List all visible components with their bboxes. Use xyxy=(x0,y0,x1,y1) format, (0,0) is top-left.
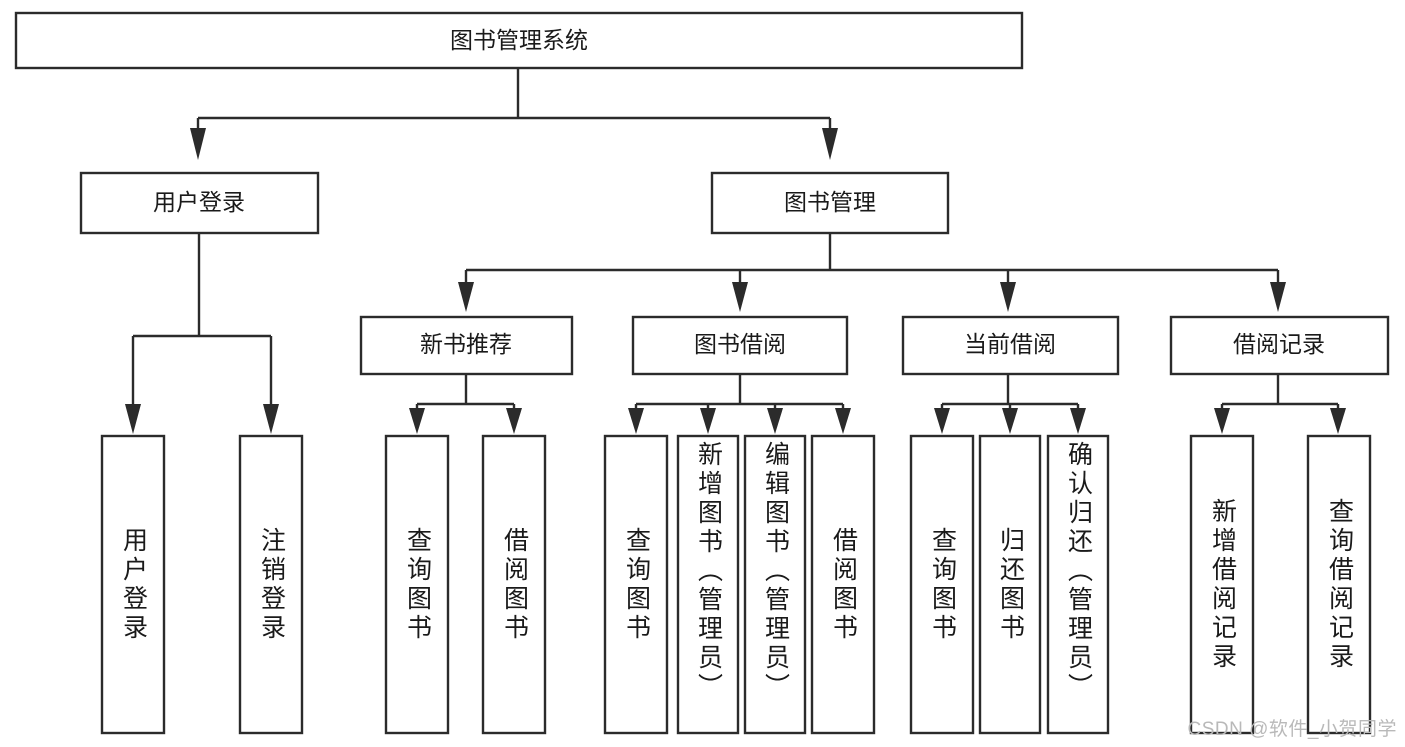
node-book-borrow-label: 图书借阅 xyxy=(694,331,786,357)
node-current-borrow[interactable]: 当前借阅 xyxy=(901,315,1120,376)
node-new-book-recommend-label: 新书推荐 xyxy=(420,331,512,357)
leaf-box-newbook-query[interactable] xyxy=(384,434,450,735)
connector-borrowrecord-to-leaves xyxy=(1214,374,1346,434)
node-borrow-record[interactable]: 借阅记录 xyxy=(1169,315,1390,376)
leaf-box-bookborrow-edit[interactable] xyxy=(743,434,807,735)
connector-newbook-to-leaves xyxy=(409,374,522,434)
node-book-management[interactable]: 图书管理 xyxy=(710,171,950,235)
connector-bookborrow-to-leaves xyxy=(628,374,851,434)
node-new-book-recommend[interactable]: 新书推荐 xyxy=(359,315,574,376)
leaf-box-newbook-borrow[interactable] xyxy=(481,434,547,735)
node-book-borrow[interactable]: 图书借阅 xyxy=(631,315,849,376)
node-root[interactable]: 图书管理系统 xyxy=(14,11,1024,70)
leaf-box-bookborrow-add[interactable] xyxy=(676,434,740,735)
node-current-borrow-label: 当前借阅 xyxy=(964,331,1056,357)
leaf-box-currentborrow-query[interactable] xyxy=(909,434,975,735)
leaf-box-user-login-login[interactable] xyxy=(100,434,166,735)
connector-root-to-level2 xyxy=(190,68,838,160)
node-user-login-label: 用户登录 xyxy=(153,189,245,215)
leaf-box-bookborrow-borrow[interactable] xyxy=(810,434,876,735)
leaf-box-bookborrow-query[interactable] xyxy=(603,434,669,735)
node-root-label: 图书管理系统 xyxy=(450,27,588,53)
connector-userlogin-to-leaves xyxy=(125,233,279,434)
connector-bookmgmt-to-level3 xyxy=(458,233,1286,312)
csdn-watermark: CSDN @软件_小贺同学 xyxy=(1187,719,1397,740)
leaf-box-currentborrow-confirm[interactable] xyxy=(1046,434,1110,735)
node-book-management-label: 图书管理 xyxy=(784,189,876,215)
leaf-box-record-query[interactable] xyxy=(1306,434,1372,735)
leaf-box-user-login-logout[interactable] xyxy=(238,434,304,735)
connector-currentborrow-to-leaves xyxy=(934,374,1086,434)
node-borrow-record-label: 借阅记录 xyxy=(1233,331,1325,357)
node-user-login[interactable]: 用户登录 xyxy=(79,171,320,235)
leaf-box-record-add[interactable] xyxy=(1189,434,1255,735)
leaf-box-currentborrow-return[interactable] xyxy=(978,434,1042,735)
